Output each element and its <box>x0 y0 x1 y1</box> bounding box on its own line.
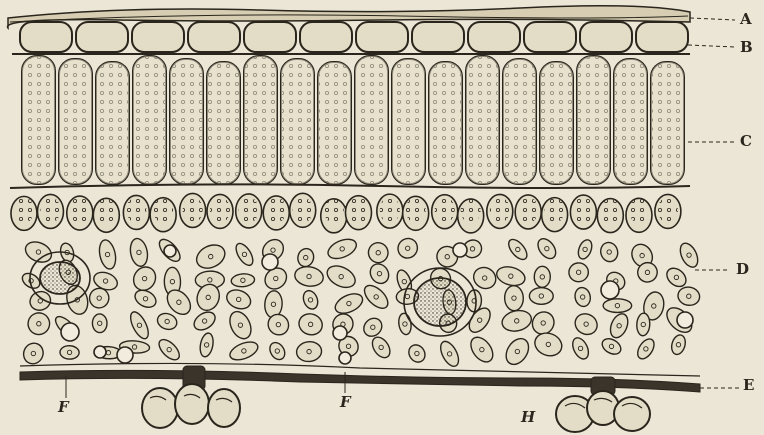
label-b: B <box>740 40 753 55</box>
mesophyll-cell-chloroplasts <box>14 197 34 223</box>
mesophyll-cell-chloroplasts <box>70 197 90 223</box>
label-a: A <box>740 12 752 27</box>
air-space <box>94 346 106 358</box>
mesophyll-cell-chloroplasts <box>324 197 344 223</box>
spongy-cell <box>504 285 523 311</box>
mesophyll-cell-chloroplasts <box>293 197 313 223</box>
mesophyll-cell-chloroplasts <box>239 197 259 223</box>
epidermis-cell <box>132 22 184 52</box>
palisade-cell-fill <box>392 59 425 184</box>
palisade-cell-fill <box>22 56 55 184</box>
mesophyll-cell-chloroplasts <box>380 197 400 223</box>
mesophyll-cell-chloroplasts <box>153 197 173 223</box>
spongy-cell <box>603 299 631 313</box>
air-space <box>339 352 351 364</box>
epidermis-cell <box>188 22 240 52</box>
mesophyll-cell-chloroplasts <box>461 197 481 223</box>
air-space <box>164 245 176 257</box>
mesophyll-cell-chloroplasts <box>183 197 203 223</box>
mesophyll-cell-chloroplasts <box>573 197 593 223</box>
palisade-cell-fill <box>244 56 277 184</box>
air-space <box>61 323 79 341</box>
label-f-left: F <box>58 400 69 415</box>
air-space <box>453 243 467 257</box>
palisade-cell-fill <box>429 62 462 184</box>
mesophyll-cell-chloroplasts <box>518 197 538 223</box>
mesophyll-cell-chloroplasts <box>266 197 286 223</box>
epidermis-cell <box>636 22 688 52</box>
spongy-cell <box>60 345 80 359</box>
label-e: E <box>743 378 754 393</box>
mesophyll-cell-chloroplasts <box>658 197 678 223</box>
palisade-cell-fill <box>133 56 166 184</box>
palisade-cell-fill <box>318 62 351 184</box>
epidermis-cell <box>468 22 520 52</box>
epidermis-cell <box>76 22 128 52</box>
epidermis-cell <box>20 22 72 52</box>
palisade-cell-fill <box>540 62 573 184</box>
air-space <box>333 326 347 340</box>
palisade-cell-fill <box>355 56 388 184</box>
epidermis-cell <box>580 22 632 52</box>
epidermis-cell <box>412 22 464 52</box>
palisade-cell-fill <box>96 62 129 184</box>
mesophyll-cell-chloroplasts <box>96 197 116 223</box>
palisade-cell-fill <box>170 59 203 184</box>
palisade-cell-fill <box>466 56 499 184</box>
epidermis-cell <box>356 22 408 52</box>
palisade-cell-fill <box>59 59 92 184</box>
epidermis-cell <box>244 22 296 52</box>
vascular-bundle <box>40 262 80 294</box>
mesophyll-cell-chloroplasts <box>629 197 649 223</box>
mesophyll-cell-chloroplasts <box>406 197 426 223</box>
mesophyll-cell-chloroplasts <box>210 197 230 223</box>
mesophyll-cell-chloroplasts <box>126 197 146 223</box>
mesophyll-cell-chloroplasts <box>545 197 565 223</box>
air-space <box>677 312 693 328</box>
label-c: C <box>740 134 752 149</box>
air-space <box>601 281 619 299</box>
mesophyll-cell-chloroplasts <box>600 197 620 223</box>
palisade-cell-fill <box>503 59 536 184</box>
palisade-cell-fill <box>281 59 314 184</box>
label-f-center: F <box>340 395 351 410</box>
palisade-cell-fill <box>577 56 610 184</box>
palisade-cell-fill <box>207 62 240 184</box>
spongy-cell <box>92 314 107 333</box>
spongy-cell <box>529 288 553 305</box>
epidermis-cell <box>300 22 352 52</box>
air-space <box>117 347 133 363</box>
spongy-cell <box>534 266 550 287</box>
palisade-layer <box>10 56 690 188</box>
epidermis-cell <box>524 22 576 52</box>
mesophyll-cell-chloroplasts <box>435 197 455 223</box>
spongy-cell <box>636 313 650 336</box>
mesophyll-cell-chloroplasts <box>348 197 368 223</box>
air-space <box>262 254 278 270</box>
label-h: H <box>521 410 535 425</box>
mesophyll-cell-chloroplasts <box>490 197 510 223</box>
label-d: D <box>736 262 749 277</box>
palisade-cell-fill <box>651 62 684 184</box>
mesophyll-cell-chloroplasts <box>40 197 60 223</box>
vascular-bundle <box>414 278 466 326</box>
palisade-cell-fill <box>614 59 647 184</box>
